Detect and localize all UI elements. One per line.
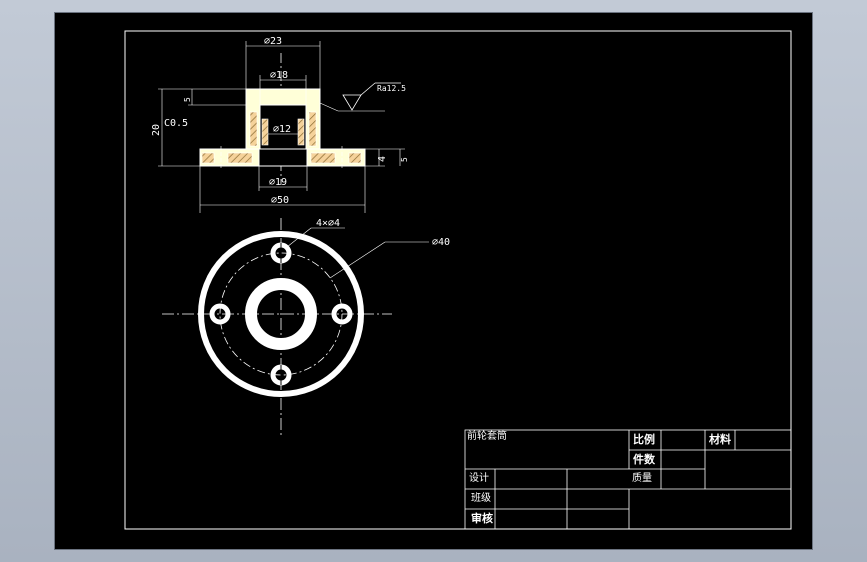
holes-leader xyxy=(286,227,312,248)
hub-ring xyxy=(245,278,317,350)
pcd-callout: ⌀40 xyxy=(432,237,450,248)
dim-neck: ⌀19 xyxy=(269,177,287,188)
roughness-leader xyxy=(319,102,339,112)
dim-height-total: 20 xyxy=(151,124,162,136)
flange-hatch-4 xyxy=(348,152,362,164)
dim-flange: ⌀50 xyxy=(271,195,289,206)
dim-flange-thk: 4 xyxy=(377,156,388,162)
dim-chamfer: C0.5 xyxy=(164,118,188,129)
pitch-circle xyxy=(219,252,343,376)
title-weight: 质量 xyxy=(632,472,652,484)
title-material: 材料 xyxy=(709,432,731,446)
roughness-value: Ra12.5 xyxy=(377,84,406,93)
dim-outer-top: ⌀23 xyxy=(264,36,282,47)
flange-hatch-2 xyxy=(227,152,253,164)
title-design: 设计 xyxy=(469,471,489,484)
pcd-leader xyxy=(329,241,386,279)
title-block xyxy=(464,429,792,530)
drawing-sheet: ⌀23 ⌀18 ⌀12 ⌀19 ⌀50 20 C0.5 5 4 xyxy=(55,13,812,549)
holes-callout: 4×⌀4 xyxy=(316,218,340,229)
top-view: 4×⌀4 ⌀40 xyxy=(162,218,450,435)
section-view: ⌀23 ⌀18 ⌀12 ⌀19 ⌀50 20 C0.5 5 4 xyxy=(151,36,409,213)
bolt-hole-left xyxy=(209,303,231,325)
title-quantity: 件数 xyxy=(633,452,656,466)
engineering-drawing: ⌀23 ⌀18 ⌀12 ⌀19 ⌀50 20 C0.5 5 4 xyxy=(124,30,792,530)
title-part-name: 前轮套筒 xyxy=(467,429,507,442)
dim-inner-top: ⌀18 xyxy=(270,70,288,81)
dim-top-step: 5 xyxy=(183,97,192,102)
title-review: 审核 xyxy=(471,511,493,525)
inner-wall-right xyxy=(297,118,305,146)
flange-hatch-1 xyxy=(201,152,215,164)
flange-outer-ring xyxy=(198,231,364,397)
title-class: 班级 xyxy=(471,492,491,504)
roughness-symbol xyxy=(342,94,362,111)
bore-cavity-lower xyxy=(258,148,308,167)
inner-wall-left xyxy=(261,118,269,146)
dim-bore: ⌀12 xyxy=(273,124,291,135)
drawing-border xyxy=(124,30,792,530)
hub-wall-right xyxy=(308,111,317,147)
hub-wall-left xyxy=(249,111,258,147)
dim-flange-thk2: 5 xyxy=(400,157,409,162)
bolt-hole-right xyxy=(331,303,353,325)
flange-hatch-3 xyxy=(310,152,336,164)
title-scale: 比例 xyxy=(633,432,655,446)
